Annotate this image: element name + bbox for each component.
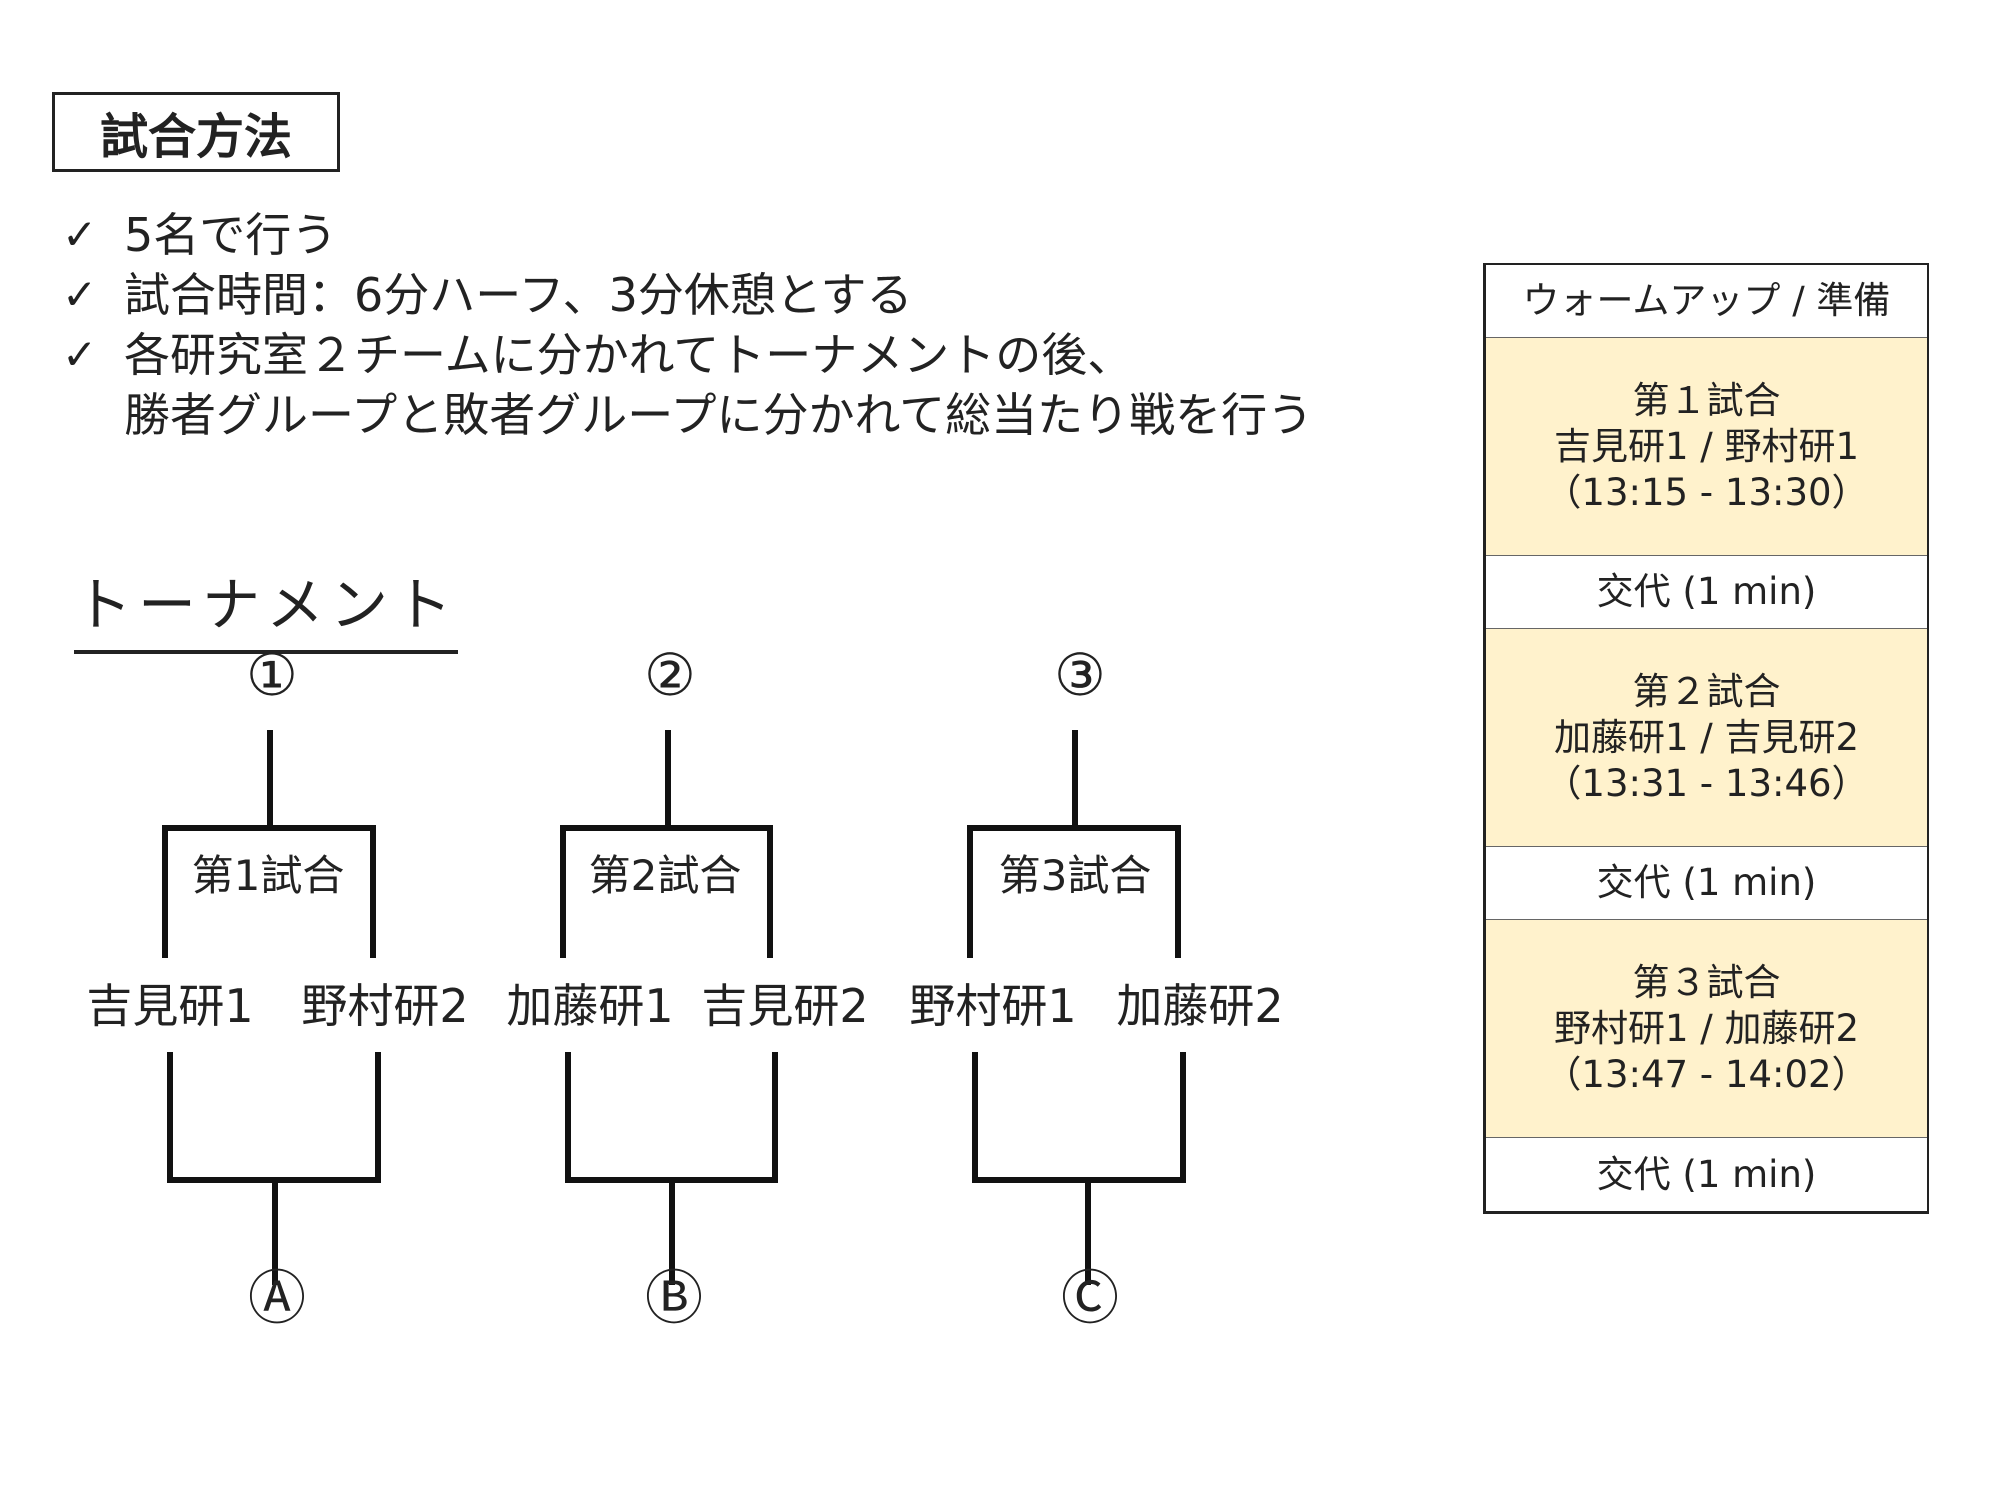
bracket-lower-frame [972, 1052, 1186, 1183]
page-title: 試合方法 [52, 92, 340, 172]
result-circle-label: Ⓐ [248, 1264, 306, 1332]
team-label-right: 加藤研2 [1116, 979, 1283, 1033]
bracket-lower-frame [565, 1052, 778, 1183]
seed-circle-label: ② [644, 641, 696, 709]
tournament-title: トーナメント [74, 558, 459, 654]
match-label: 第2試合 [589, 851, 742, 900]
seed-circle-label: ③ [1054, 641, 1106, 709]
bracket-upper-frame [967, 825, 1181, 958]
schedule-match: 第２試合 加藤研1 / 吉見研2 （13:31 - 13:46） [1486, 629, 1927, 847]
schedule-match: 第１試合 吉見研1 / 野村研1 （13:15 - 13:30） [1486, 338, 1927, 556]
match-teams: 野村研1 / 加藤研2 [1553, 1006, 1860, 1050]
match-title: 第３試合 [1632, 960, 1781, 1004]
rules-list: ✓ 5名で行う ✓ 試合時間：6分ハーフ、3分休憩とする ✓ 各研究室２チームに… [62, 205, 1462, 445]
team-label-right: 吉見研2 [701, 979, 868, 1033]
swap-label: 交代 (1 min) [1596, 570, 1817, 613]
schedule-header-label: ウォームアップ / 準備 [1522, 279, 1891, 322]
schedule-header: ウォームアップ / 準備 [1486, 265, 1927, 338]
rule-text: 各研究室２チームに分かれてトーナメントの後、 [124, 328, 1134, 382]
bracket-upper-frame [560, 825, 773, 958]
schedule-swap: 交代 (1 min) [1486, 556, 1927, 629]
rule-text: 5名で行う [124, 208, 338, 262]
schedule-match: 第３試合 野村研1 / 加藤研2 （13:47 - 14:02） [1486, 920, 1927, 1138]
team-label-left: 加藤研1 [506, 979, 673, 1033]
match-title: 第２試合 [1632, 669, 1781, 713]
match-label: 第3試合 [999, 851, 1152, 900]
rule-item: ✓ 各研究室２チームに分かれてトーナメントの後、 勝者グループと敗者グループに分… [62, 325, 1462, 445]
rule-item: ✓ 試合時間：6分ハーフ、3分休憩とする [62, 265, 1462, 325]
match-time: （13:47 - 14:02） [1544, 1052, 1869, 1096]
check-icon: ✓ [62, 330, 98, 379]
schedule-swap: 交代 (1 min) [1486, 847, 1927, 920]
rule-text: 試合時間：6分ハーフ、3分休憩とする [124, 268, 913, 322]
rule-item: ✓ 5名で行う [62, 205, 1462, 265]
bracket-lower-frame [167, 1052, 381, 1183]
result-circle-label: Ⓑ [645, 1264, 703, 1332]
match-time: （13:31 - 13:46） [1544, 761, 1869, 805]
match-label: 第1試合 [192, 851, 345, 900]
rule-text: 勝者グループと敗者グループに分かれて総当たり戦を行う [124, 388, 1314, 442]
result-circle-label: Ⓒ [1061, 1264, 1119, 1332]
swap-label: 交代 (1 min) [1596, 1152, 1817, 1196]
seed-circle-label: ① [246, 641, 298, 709]
swap-label: 交代 (1 min) [1596, 861, 1817, 904]
match-title: 第１試合 [1632, 378, 1781, 422]
match-time: （13:15 - 13:30） [1544, 470, 1869, 514]
team-label-left: 野村研1 [909, 979, 1076, 1033]
match-teams: 加藤研1 / 吉見研2 [1553, 715, 1860, 759]
match-teams: 吉見研1 / 野村研1 [1553, 424, 1860, 468]
check-icon: ✓ [62, 270, 98, 319]
bracket-upper-frame [162, 825, 376, 958]
schedule-table: ウォームアップ / 準備 第１試合 吉見研1 / 野村研1 （13:15 - 1… [1483, 263, 1929, 1214]
check-icon: ✓ [62, 210, 98, 259]
team-label-right: 野村研2 [301, 979, 468, 1033]
team-label-left: 吉見研1 [86, 979, 253, 1033]
schedule-swap: 交代 (1 min) [1486, 1138, 1927, 1211]
